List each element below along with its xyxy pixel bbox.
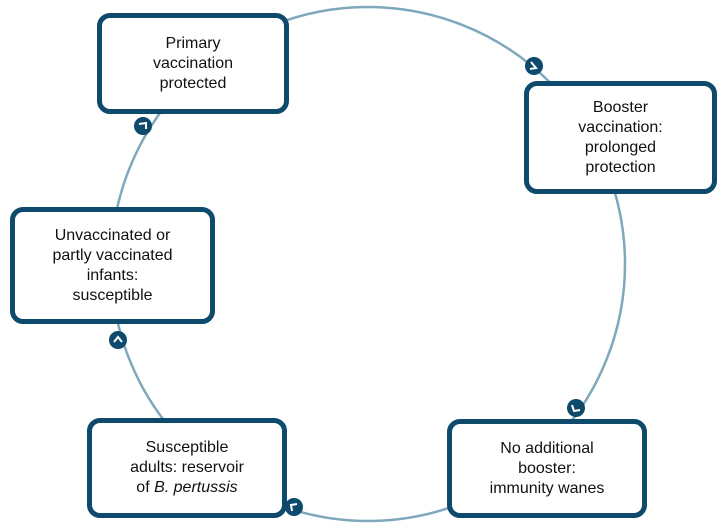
node-label: Booster vaccination: prolonged protectio… — [578, 98, 663, 176]
cycle-direction-arrow-icon — [529, 61, 538, 70]
node-primary-vaccination: Primary vaccination protected — [97, 13, 289, 114]
arrow-badge-noboost-to-adults — [285, 498, 303, 516]
arrow-badge-infants-to-primary — [134, 117, 152, 135]
node-label: Unvaccinated or partly vaccinated infant… — [52, 226, 173, 304]
node-label: Primary vaccination protected — [152, 34, 234, 92]
cycle-direction-arrow-icon — [289, 503, 298, 512]
cycle-direction-arrow-icon — [113, 335, 123, 343]
node-label: No additional booster: immunity wanes — [489, 439, 605, 497]
arrow-badge-booster-to-noboost — [567, 399, 585, 417]
pathogen-name: B. pertussis — [154, 479, 238, 496]
node-susceptible-adults: Susceptible adults: reservoir of B. pert… — [87, 418, 287, 518]
node-label-line1: Susceptible adults: reservoir — [130, 439, 244, 476]
cycle-direction-arrow-icon — [138, 121, 147, 129]
node-booster-vaccination: Booster vaccination: prolonged protectio… — [524, 81, 717, 194]
node-unvaccinated-infants: Unvaccinated or partly vaccinated infant… — [10, 207, 215, 324]
node-label: Susceptible adults: reservoir of B. pert… — [130, 438, 244, 498]
cycle-direction-arrow-icon — [571, 404, 581, 413]
node-no-additional-booster: No additional booster: immunity wanes — [447, 419, 647, 518]
node-label-line2-prefix: of — [136, 479, 155, 496]
arrow-badge-adults-to-infants — [109, 331, 127, 349]
arrow-badge-primary-to-booster — [525, 57, 543, 75]
